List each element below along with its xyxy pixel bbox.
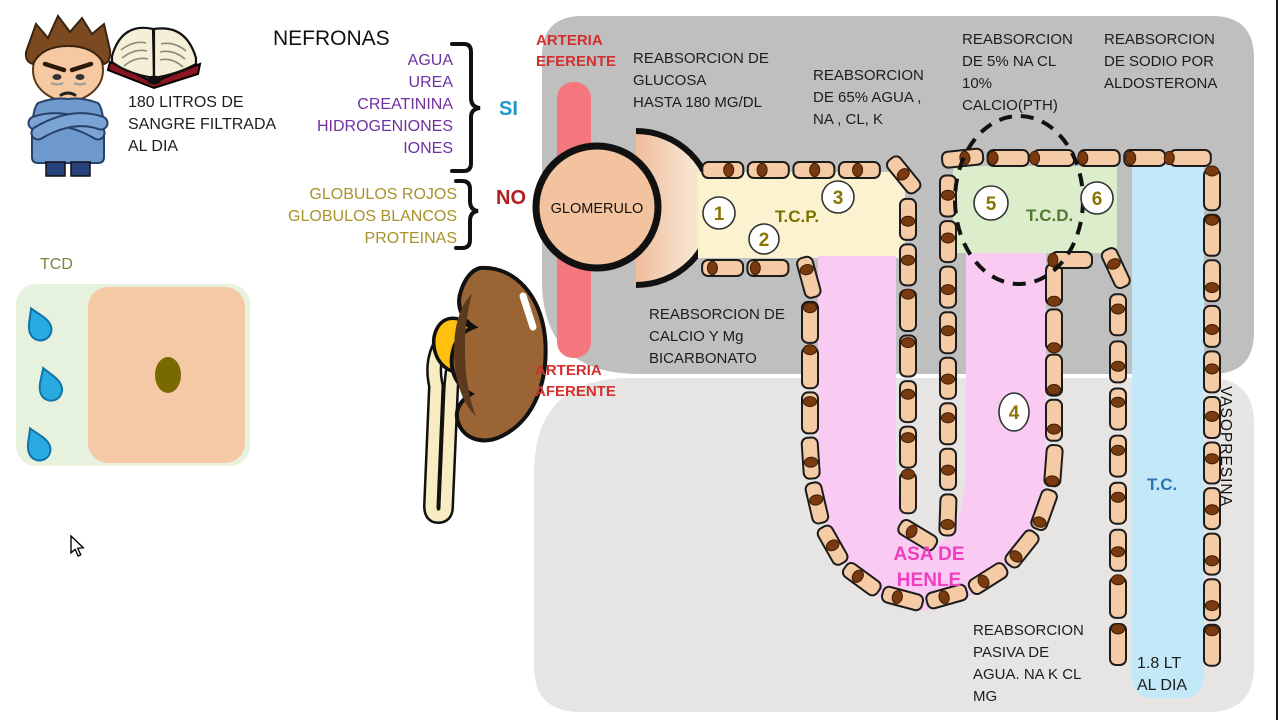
water-drop-icon bbox=[27, 306, 53, 342]
tc-label: T.C. bbox=[1147, 475, 1178, 494]
water-drop-icon bbox=[38, 366, 63, 402]
svg-text:2: 2 bbox=[759, 230, 770, 251]
step-marker-5: 5 bbox=[973, 185, 1009, 221]
svg-text:4: 4 bbox=[1009, 403, 1020, 424]
step-marker-4: 4 bbox=[998, 392, 1030, 432]
water-drop-icon bbox=[26, 426, 52, 462]
student-cartoon-illustration bbox=[24, 14, 112, 177]
open-book-illustration bbox=[106, 26, 202, 90]
svg-text:3: 3 bbox=[833, 188, 844, 209]
filtered-no-label: NO bbox=[496, 187, 526, 209]
tcd-cell-illustration bbox=[16, 284, 250, 466]
screen-edge-line bbox=[1276, 0, 1278, 720]
svg-text:6: 6 bbox=[1092, 189, 1103, 210]
svg-text:5: 5 bbox=[986, 194, 997, 215]
tcd-label: T.C.D. bbox=[1026, 206, 1074, 225]
step-marker-2: 2 bbox=[748, 223, 780, 255]
tc-lumen bbox=[1132, 165, 1204, 698]
filtered-bracket bbox=[450, 42, 481, 173]
tcd-box-label: TCD bbox=[40, 256, 73, 273]
step-marker-6: 6 bbox=[1080, 181, 1114, 215]
filtered-yes-label: SI bbox=[499, 98, 518, 120]
not-filtered-bracket bbox=[454, 179, 479, 250]
nefronas-title: NEFRONAS bbox=[273, 27, 390, 50]
step-marker-1: 1 bbox=[702, 196, 736, 230]
step-marker-3: 3 bbox=[821, 180, 855, 214]
vasopresina-label: VASOPRESINA bbox=[1217, 386, 1234, 507]
mouse-cursor-icon bbox=[70, 534, 85, 557]
glomerulus-circle bbox=[532, 142, 662, 272]
glomerulus-label: GLOMERULO bbox=[550, 201, 644, 217]
loop-of-henle-lumen bbox=[818, 246, 1046, 611]
svg-text:1: 1 bbox=[714, 204, 725, 225]
tubule-cells bbox=[701, 147, 1221, 667]
tcp-label: T.C.P. bbox=[775, 207, 820, 226]
kidney-illustration bbox=[423, 265, 548, 524]
